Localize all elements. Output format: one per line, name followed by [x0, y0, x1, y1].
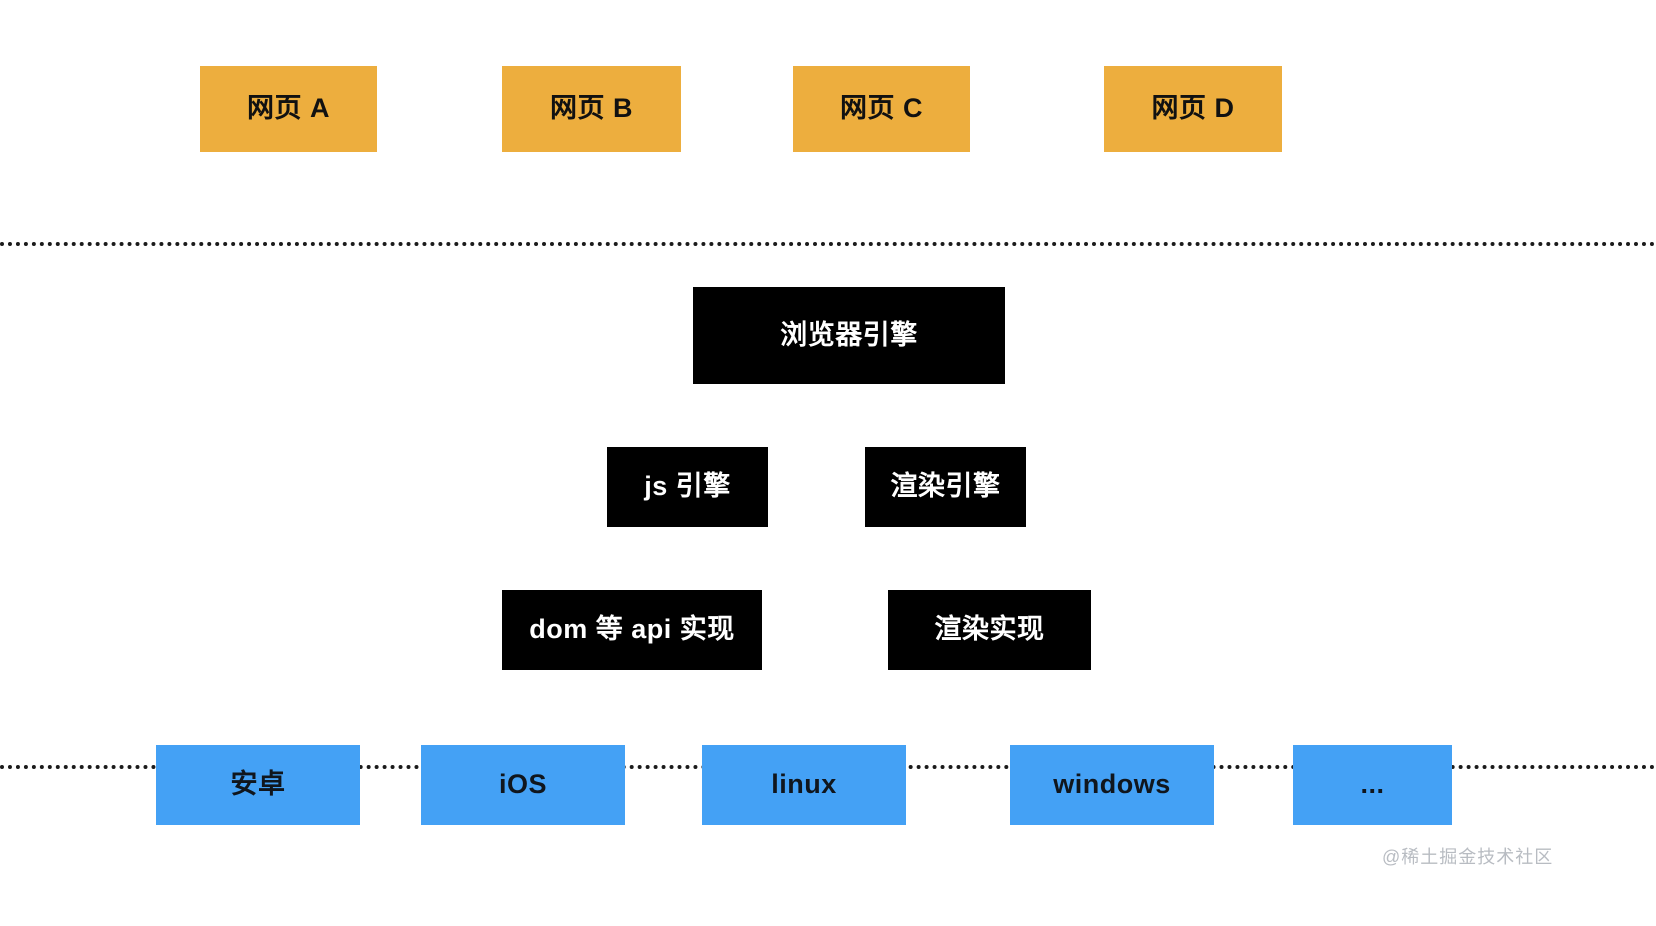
- node-label: linux: [771, 769, 837, 800]
- node-label: 浏览器引擎: [780, 319, 918, 350]
- page-engine-divider: [0, 242, 1656, 246]
- node-browser-engine: 浏览器引擎: [693, 287, 1005, 384]
- node-js-engine: js 引擎: [607, 447, 768, 527]
- node-dom-api-impl: dom 等 api 实现: [502, 590, 762, 670]
- node-label: windows: [1053, 769, 1171, 800]
- node-label: js 引擎: [644, 471, 731, 502]
- node-label: dom 等 api 实现: [529, 614, 735, 645]
- node-webpage-d: 网页 D: [1104, 66, 1282, 152]
- node-os-android: 安卓: [156, 745, 360, 825]
- node-os-windows: windows: [1010, 745, 1214, 825]
- node-os-ios: iOS: [421, 745, 625, 825]
- node-webpage-b: 网页 B: [502, 66, 681, 152]
- node-label: 网页 B: [550, 93, 633, 124]
- node-label: 网页 D: [1151, 93, 1235, 124]
- node-label: ...: [1360, 769, 1385, 800]
- node-label: 渲染实现: [934, 614, 1045, 645]
- node-render-engine: 渲染引擎: [865, 447, 1026, 527]
- node-label: 网页 C: [840, 93, 923, 124]
- node-label: 安卓: [230, 769, 286, 800]
- node-webpage-c: 网页 C: [793, 66, 970, 152]
- node-label: iOS: [498, 769, 547, 800]
- node-os-linux: linux: [702, 745, 906, 825]
- node-webpage-a: 网页 A: [200, 66, 377, 152]
- node-label: 网页 A: [247, 93, 330, 124]
- watermark: @稀土掘金技术社区: [1382, 847, 1554, 867]
- node-os-others: ...: [1293, 745, 1452, 825]
- node-label: 渲染引擎: [890, 471, 1001, 502]
- node-render-impl: 渲染实现: [888, 590, 1091, 670]
